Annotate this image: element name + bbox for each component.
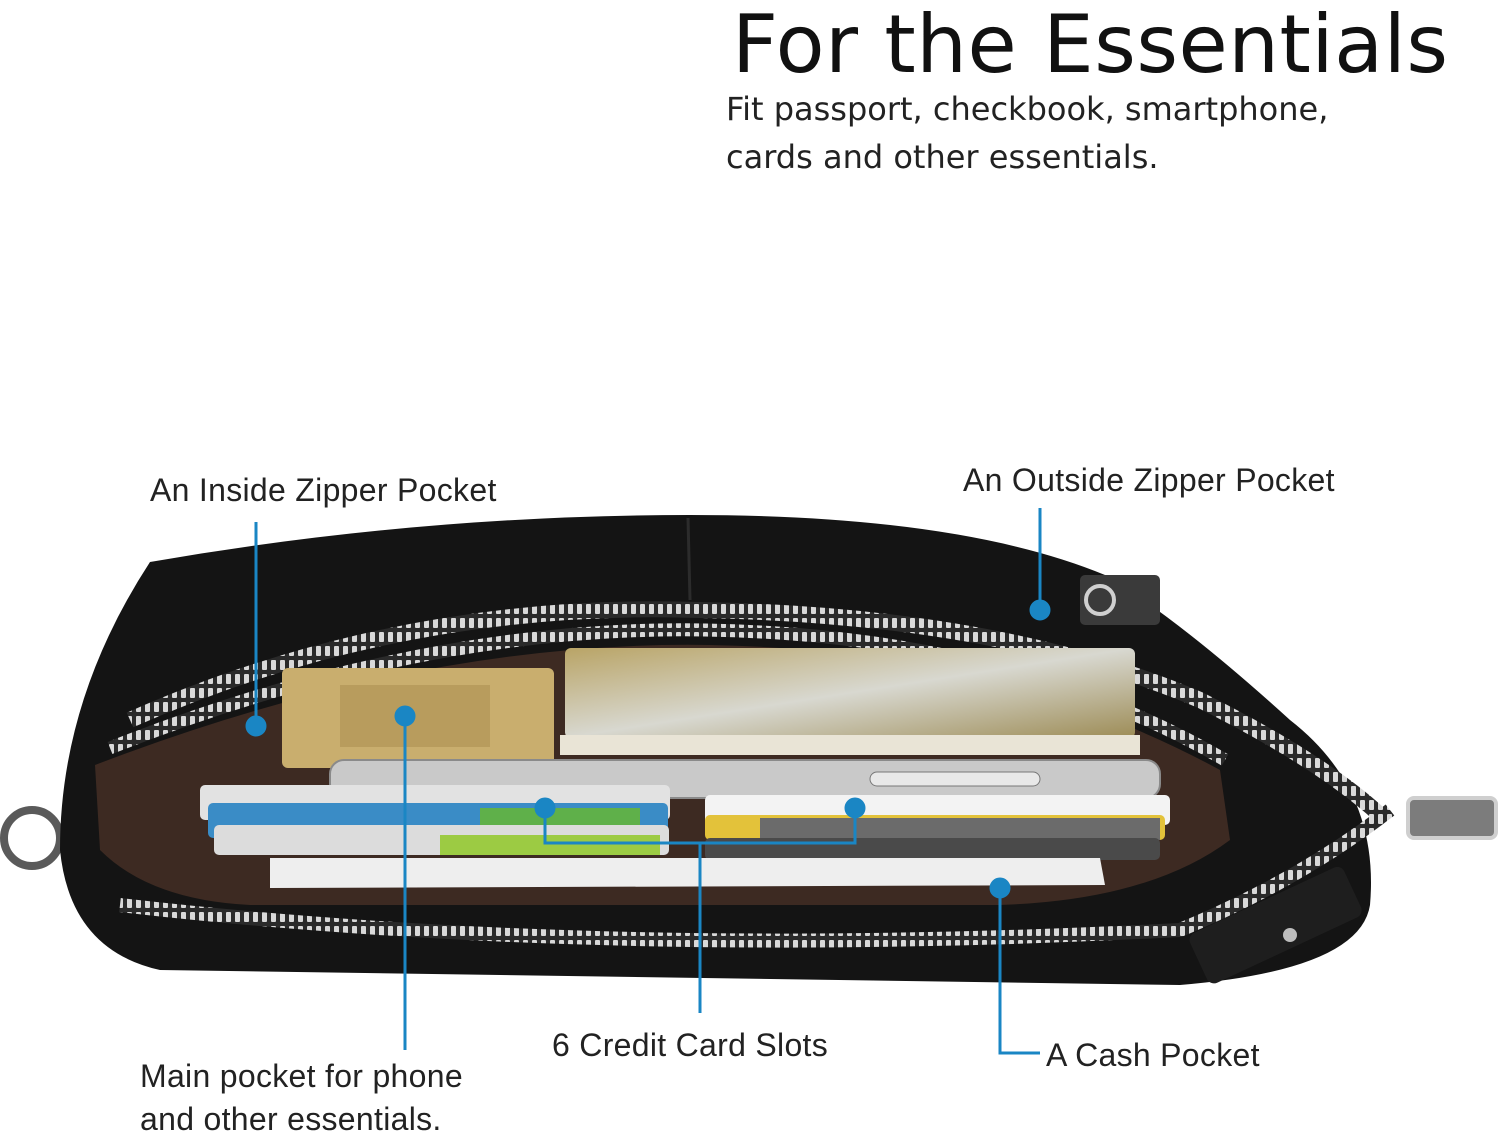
label-outside-zipper: An Outside Zipper Pocket xyxy=(963,462,1335,498)
headline: For the Essentials xyxy=(732,0,1449,91)
label-main-pocket-1: Main pocket for phone xyxy=(140,1058,463,1094)
callout-dot-outside xyxy=(1029,599,1051,621)
outside-zipper xyxy=(126,601,1386,821)
label-inside-zipper: An Inside Zipper Pocket xyxy=(150,472,497,508)
passport xyxy=(565,648,1135,738)
callout-dot-inside xyxy=(245,715,267,737)
wrist-ring xyxy=(0,806,64,870)
card-right-3 xyxy=(705,838,1160,860)
label-cash-pocket: A Cash Pocket xyxy=(1046,1037,1260,1073)
zipper-pull xyxy=(1406,796,1498,840)
label-card-slots: 6 Credit Card Slots xyxy=(552,1027,829,1063)
subline-1: Fit passport, checkbook, smartphone, xyxy=(726,90,1329,128)
label-main-pocket-2: and other essentials. xyxy=(140,1101,442,1137)
callout-line-cash xyxy=(998,890,1040,1055)
bottom-zipper xyxy=(119,804,1395,948)
cash xyxy=(270,858,1105,888)
callout-dot-main xyxy=(394,705,416,727)
subline-2: cards and other essentials. xyxy=(726,138,1159,176)
leather-tab xyxy=(1189,866,1362,984)
